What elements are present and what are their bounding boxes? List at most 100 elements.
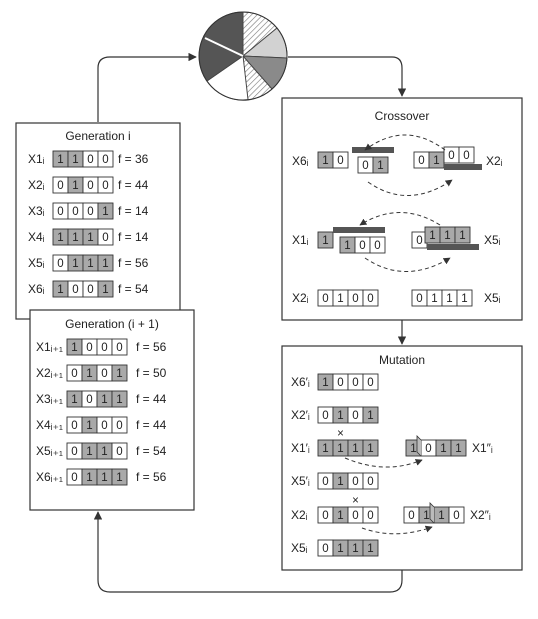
bit-flip-flap	[429, 502, 435, 524]
chromosome-label: X6ᵢ	[28, 282, 45, 296]
chromosome-label: X1ᵢ₊₁	[36, 340, 63, 354]
bit-cell	[97, 150, 114, 168]
swap-segment-shadow	[333, 227, 385, 233]
bit-value: 0	[367, 476, 373, 488]
bit-value: 0	[322, 410, 328, 422]
bit-cell	[332, 151, 349, 169]
mutated-label: X1″ᵢ	[472, 441, 493, 455]
bit-value: 1	[438, 510, 444, 522]
bit-value: 0	[448, 150, 454, 162]
bit-value: 1	[410, 443, 416, 455]
chromosome-label: X1ᵢ	[292, 233, 309, 247]
chromosome-label: X5′ᵢ	[291, 474, 310, 488]
bit-value: 0	[87, 154, 93, 166]
bit-value: 0	[463, 150, 469, 162]
bit-value: 0	[116, 342, 122, 354]
bit-value: 1	[102, 206, 108, 218]
generation-next-title: Generation (i + 1)	[65, 317, 159, 331]
bit-cell	[372, 156, 389, 174]
swap-arc-2-bottom	[364, 257, 451, 272]
chromosome-label: X6ᵢ₊₁	[36, 470, 63, 484]
bit-value: 1	[57, 154, 63, 166]
bit-value: 1	[72, 154, 78, 166]
bit-value: 1	[116, 368, 122, 380]
swap-arc-1-top	[364, 134, 446, 151]
mutation-marker: ×	[337, 428, 344, 440]
mutation-arrow-2	[361, 525, 433, 535]
bit-value: 0	[367, 293, 373, 305]
bit-cell	[97, 176, 114, 194]
bit-value: 0	[352, 293, 358, 305]
swap-arc-2-top	[359, 212, 441, 226]
bit-value: 0	[116, 446, 122, 458]
bit-value: 1	[116, 394, 122, 406]
bit-value: 0	[101, 420, 107, 432]
fitness-value: f = 14	[118, 204, 149, 218]
bit-value: 1	[72, 232, 78, 244]
fitness-value: f = 54	[118, 282, 149, 296]
bit-value: 0	[71, 420, 77, 432]
left-head: 1	[317, 231, 334, 249]
fitness-value: f = 36	[118, 152, 149, 166]
bit-value: 1	[57, 232, 63, 244]
bit-value: 1	[101, 394, 107, 406]
bit-value: 0	[359, 240, 365, 252]
chromosome-label: X2′ᵢ	[291, 408, 310, 422]
bit-value: 0	[87, 206, 93, 218]
mutation-title: Mutation	[379, 353, 425, 367]
bit-cell	[317, 231, 334, 249]
bit-cell	[97, 228, 114, 246]
bit-value: 0	[102, 154, 108, 166]
bit-value: 1	[461, 293, 467, 305]
bit-value: 1	[459, 230, 465, 242]
bit-value: 1	[337, 543, 343, 555]
chromosome-label: X4ᵢ	[28, 230, 45, 244]
bit-value: 0	[57, 206, 63, 218]
bit-value: 0	[352, 410, 358, 422]
bit-value: 0	[418, 155, 424, 167]
bit-value: 1	[337, 410, 343, 422]
bit-value: 0	[362, 160, 368, 172]
fitness-value: f = 50	[136, 366, 167, 380]
bit-value: 0	[416, 235, 422, 247]
bit-value: 1	[367, 410, 373, 422]
bit-cell	[362, 539, 379, 557]
bit-flip-flap	[416, 435, 422, 457]
chromosome-label: X2ᵢ	[28, 178, 45, 192]
bit-cell	[362, 439, 379, 457]
bit-value: 1	[352, 543, 358, 555]
bit-value: 1	[86, 420, 92, 432]
chromosome-label: X2ᵢ₊₁	[36, 366, 63, 380]
bit-value: 1	[322, 235, 328, 247]
fitness-value: f = 56	[136, 340, 167, 354]
arrow-gen-to-wheel	[97, 52, 197, 122]
bit-value: 0	[87, 180, 93, 192]
bit-cell	[111, 390, 128, 408]
bit-value: 1	[86, 368, 92, 380]
bit-value: 0	[71, 368, 77, 380]
bit-value: 0	[425, 443, 431, 455]
bit-cell	[456, 289, 473, 307]
generation-i-title: Generation i	[65, 129, 130, 143]
chromosome-label: X4ᵢ₊₁	[36, 418, 63, 432]
